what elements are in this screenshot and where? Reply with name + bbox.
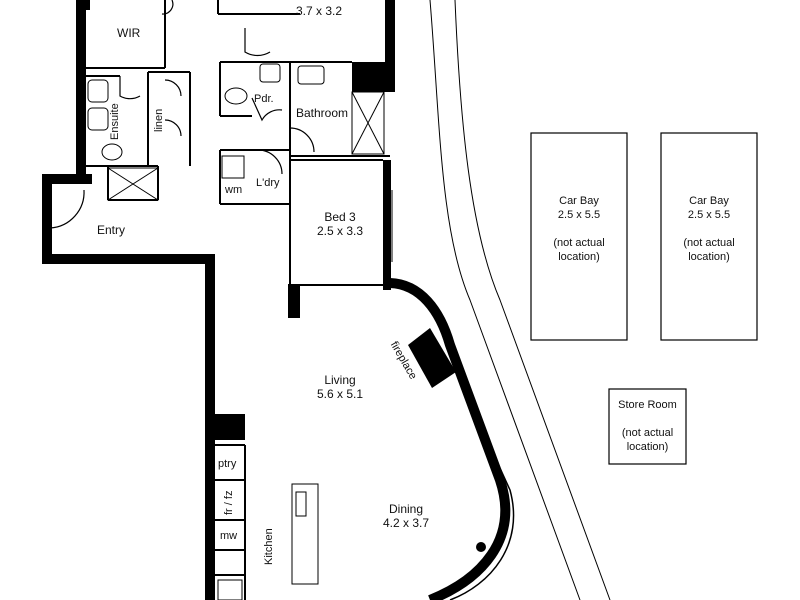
fridge-freezer-label: fr / fz bbox=[223, 490, 235, 515]
door-swing bbox=[251, 97, 283, 122]
wall bbox=[383, 160, 391, 290]
car-bay-note: (not actual bbox=[553, 237, 605, 249]
bed3-name: Bed 3 bbox=[324, 210, 356, 224]
walls bbox=[42, 0, 456, 600]
car-bay-name: Car Bay bbox=[689, 195, 729, 207]
balcony bbox=[389, 0, 611, 600]
curved-wall bbox=[389, 278, 511, 600]
store-room-note: (not actual bbox=[621, 427, 674, 439]
laundry-label: L'dry bbox=[256, 177, 280, 189]
basin-icon bbox=[259, 63, 281, 83]
entry-door-swing bbox=[49, 189, 85, 229]
wall bbox=[205, 414, 245, 440]
shower-box bbox=[351, 91, 385, 155]
store-room-name: Store Room bbox=[618, 399, 677, 411]
site-boundary bbox=[454, 0, 611, 600]
door-swing bbox=[164, 79, 182, 97]
living-dims: 5.6 x 5.1 bbox=[316, 387, 364, 401]
car-bay-name: Car Bay bbox=[559, 195, 599, 207]
wall bbox=[80, 0, 90, 10]
site-boundary bbox=[429, 0, 581, 600]
living-name: Living bbox=[324, 373, 356, 387]
ensuite-label: Ensuite bbox=[109, 103, 121, 140]
powder-label: Pdr. bbox=[254, 93, 274, 105]
door-swing bbox=[257, 149, 283, 175]
door-swing bbox=[244, 28, 271, 57]
bathroom-label: Bathroom bbox=[296, 106, 349, 120]
fireplace-block bbox=[408, 328, 456, 388]
shower-box bbox=[107, 167, 159, 201]
car-bay-note: (not actual bbox=[683, 237, 735, 249]
cooktop-icon bbox=[217, 579, 243, 600]
wall bbox=[288, 284, 300, 318]
toilet-icon bbox=[101, 143, 123, 161]
entry-label: Entry bbox=[97, 223, 126, 237]
outbuildings bbox=[530, 132, 758, 465]
sink-icon bbox=[295, 491, 307, 517]
top-room-dims: 3.7 x 3.2 bbox=[296, 4, 343, 18]
column-dot bbox=[476, 542, 486, 552]
pantry-label: ptry bbox=[218, 458, 237, 470]
linen-label: linen bbox=[153, 108, 165, 132]
basin-icon bbox=[87, 79, 109, 103]
car-bay-dims: 2.5 x 5.5 bbox=[687, 209, 731, 221]
trough-icon bbox=[221, 155, 245, 179]
door-swing bbox=[119, 76, 141, 100]
bed3-dims: 2.5 x 3.3 bbox=[316, 224, 364, 238]
kitchen-label: Kitchen bbox=[263, 528, 275, 565]
store-room-note2: location) bbox=[626, 441, 669, 453]
dining-dims: 4.2 x 3.7 bbox=[382, 516, 430, 530]
fixtures bbox=[87, 63, 325, 600]
showers bbox=[107, 91, 385, 201]
wall bbox=[385, 0, 395, 92]
car-bay-2-text: Car Bay 2.5 x 5.5 (not actual location) bbox=[661, 194, 757, 264]
car-bay-1 bbox=[530, 132, 628, 341]
car-bay-1-text: Car Bay 2.5 x 5.5 (not actual location) bbox=[531, 194, 627, 264]
car-bay-note2: location) bbox=[688, 251, 730, 263]
wall bbox=[352, 62, 395, 92]
wall bbox=[42, 254, 214, 264]
car-bay-2 bbox=[660, 132, 758, 341]
wall bbox=[42, 174, 92, 184]
car-bay-dims: 2.5 x 5.5 bbox=[557, 209, 601, 221]
door-swing bbox=[289, 127, 315, 153]
wall bbox=[76, 0, 86, 180]
store-room-text: Store Room (not actual location) bbox=[609, 398, 686, 454]
doors bbox=[49, 0, 393, 284]
wir-label: WIR bbox=[117, 26, 141, 40]
toilet-icon bbox=[224, 87, 248, 105]
balcony-edge bbox=[449, 371, 515, 600]
dining-name: Dining bbox=[388, 502, 424, 516]
wm-label: wm bbox=[225, 184, 243, 196]
door-swing bbox=[164, 119, 182, 137]
wall bbox=[42, 174, 52, 264]
car-bay-note2: location) bbox=[558, 251, 600, 263]
basin-icon bbox=[87, 107, 109, 131]
basin-icon bbox=[297, 65, 325, 85]
store-room bbox=[608, 388, 687, 465]
microwave-label: mw bbox=[220, 530, 238, 542]
door-swing bbox=[161, 0, 174, 15]
